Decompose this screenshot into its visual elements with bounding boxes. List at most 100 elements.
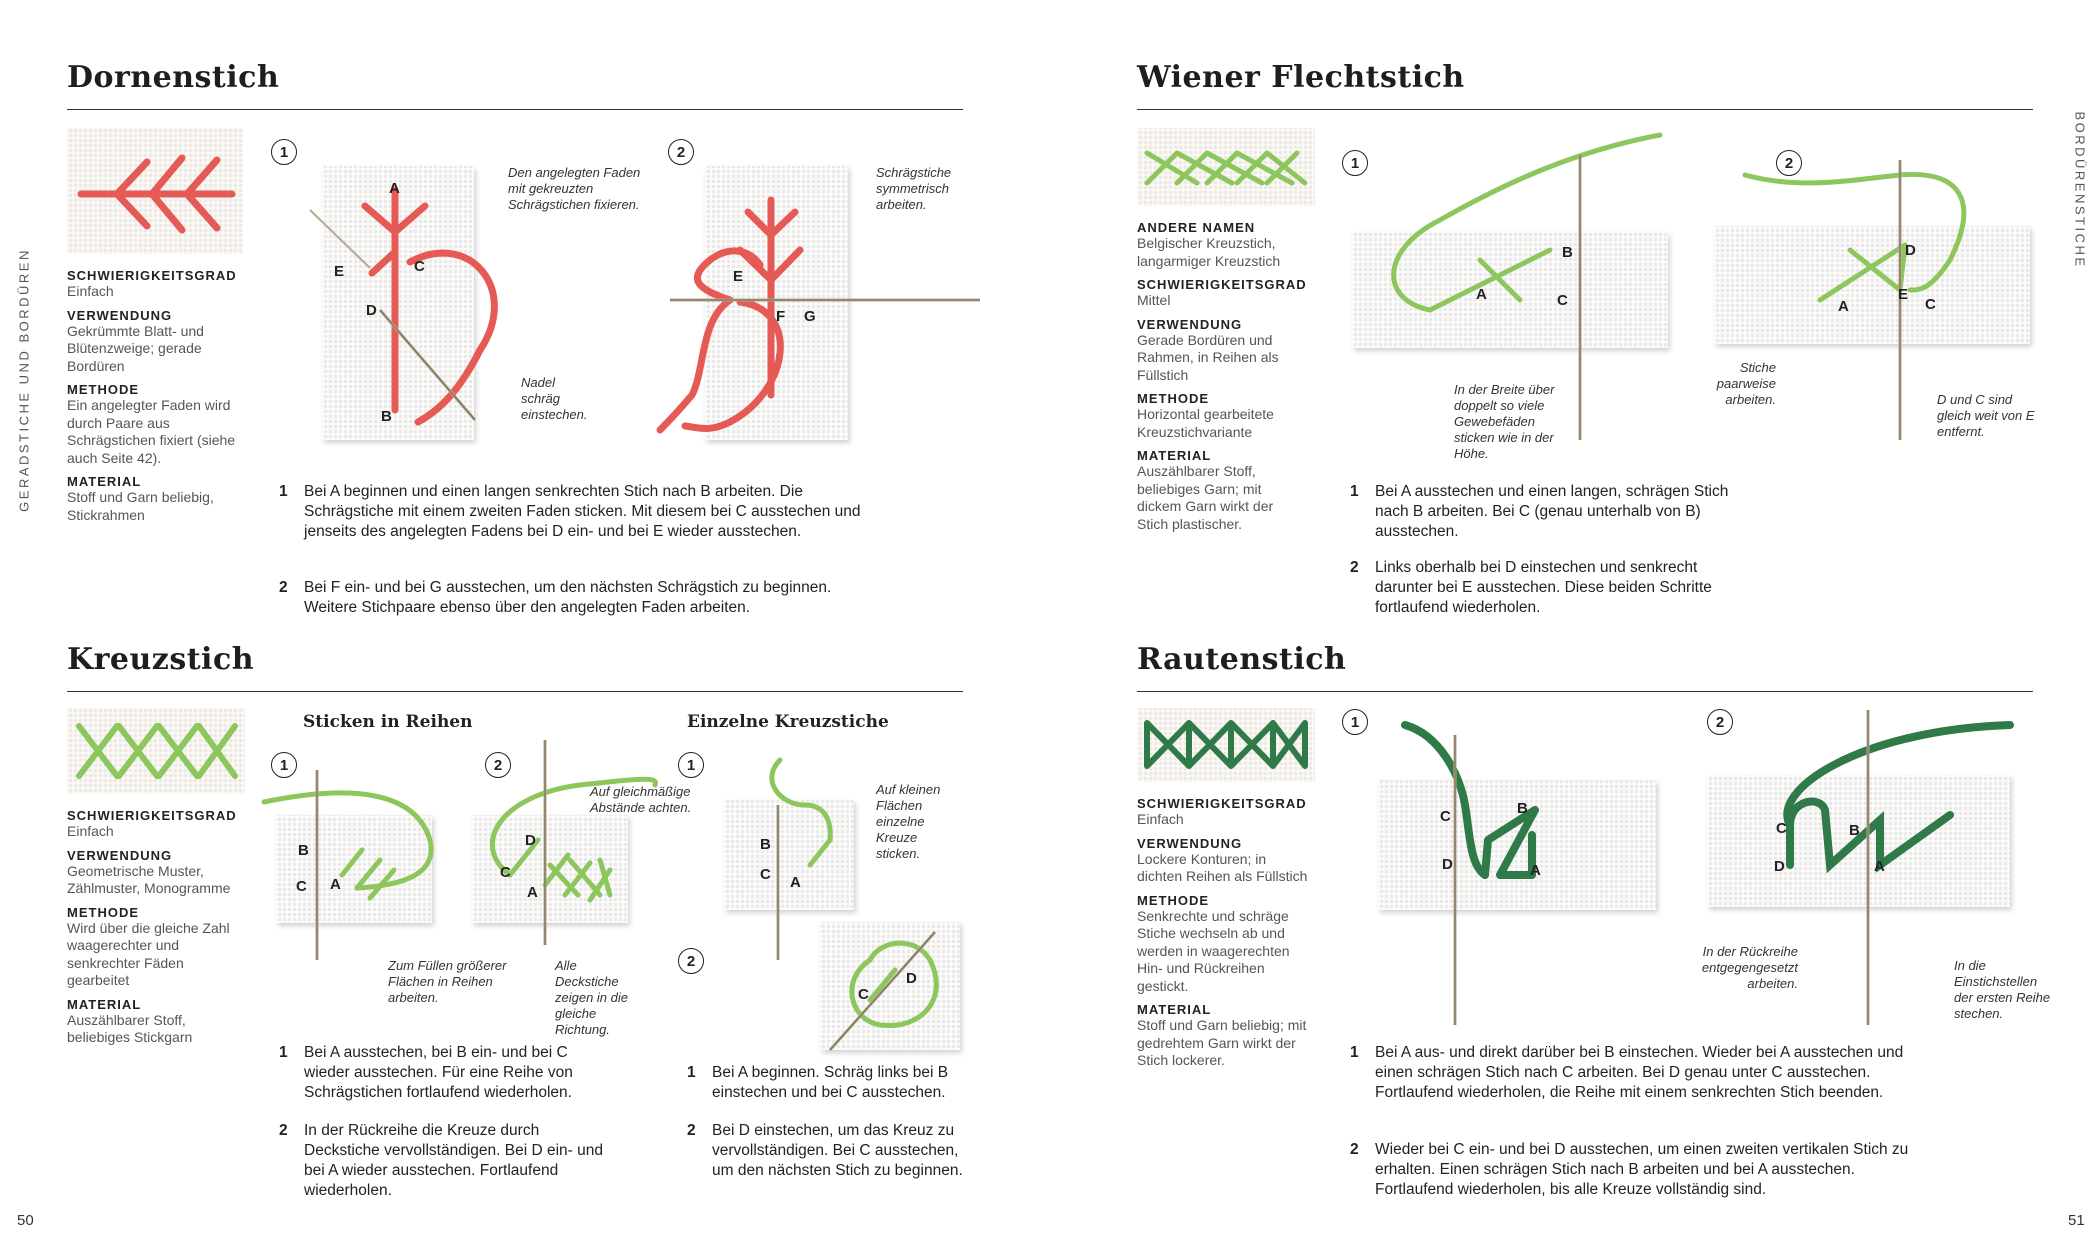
material-heading: MATERIAL xyxy=(1137,448,1212,463)
note-double-width: In der Breite über doppelt so viele Gewe… xyxy=(1454,382,1555,461)
stitch-swatch xyxy=(67,708,245,794)
step-body: Links oberhalb bei D einstechen und senk… xyxy=(1375,559,1712,616)
method-heading: METHODE xyxy=(67,382,139,397)
kreuz-single1-drawing xyxy=(769,757,833,960)
material-value: Stoff und Garn beliebig; mit gedrehtem G… xyxy=(1137,1017,1307,1068)
single-step-1-text: 1 Bei A beginnen. Schräg links bei B eins… xyxy=(687,1063,977,1103)
label-d-2: D xyxy=(1774,858,1785,875)
method-heading: METHODE xyxy=(67,904,139,920)
title-rule xyxy=(67,109,963,110)
other-names-value: Belgischer Kreuzstich, langarmiger Kreuz… xyxy=(1137,235,1281,269)
step-badge-single-1: 1 xyxy=(678,752,704,778)
page-number-right: 51 xyxy=(2068,1212,2085,1229)
label-d: D xyxy=(1442,856,1453,873)
use-value: Lockere Konturen; in dichten Reihen als … xyxy=(1137,850,1308,885)
label-d-4: D xyxy=(906,970,917,987)
difficulty-heading: SCHWIERIGKEITSGRAD xyxy=(67,268,237,283)
difficulty-value: Mittel xyxy=(1137,292,1171,308)
method-heading: METHODE xyxy=(1137,391,1209,406)
fabric-rows-1 xyxy=(276,815,432,923)
note-needle: Nadel schräg einstechen. xyxy=(521,375,588,422)
difficulty-heading: SCHWIERIGKEITSGRAD xyxy=(1137,796,1307,811)
note-symmetric: Schrägstiche symmetrisch arbeiten. xyxy=(876,165,952,212)
title-rule xyxy=(67,691,963,692)
label-b-3: B xyxy=(760,836,771,853)
note-reverse: In der Rückreihe entgegengesetzt arbeite… xyxy=(1701,944,1798,991)
step-body: Bei A beginnen. Schräg links bei B einst… xyxy=(712,1064,949,1101)
difficulty-heading: SCHWIERIGKEITSGRAD xyxy=(67,808,237,823)
step-badge-1: 1 xyxy=(271,752,297,778)
label-c-2: C xyxy=(1925,296,1936,313)
label-d: D xyxy=(366,302,377,319)
use-heading: VERWENDUNG xyxy=(1137,835,1243,851)
step-number: 1 xyxy=(1350,1044,1359,1061)
dorn-swatch-drawing xyxy=(77,154,236,234)
label-c: C xyxy=(414,258,425,275)
wiener-swatch-drawing xyxy=(1144,150,1308,186)
side-tab-left: GERADSTICHE UND BORDÜREN xyxy=(16,248,32,512)
step-1-text: 1 Bei A aus- und direkt darüber bei B ein… xyxy=(1350,1043,1910,1103)
rauten-step2-drawing xyxy=(1783,710,2014,1025)
side-tab-right: BORDÜRENSTICHE xyxy=(2072,111,2088,269)
material-value: Auszählbarer Stoff, beliebiges Garn; mit… xyxy=(1137,463,1274,532)
dorn-step1-drawing xyxy=(309,186,498,426)
note-fill-rows: Zum Füllen größerer Flächen in Reihen ar… xyxy=(388,958,507,1005)
method-value: Ein angelegter Faden wird durch Paare au… xyxy=(67,397,236,466)
label-a-2: A xyxy=(1874,858,1885,875)
use-value: Gekrümmte Blatt- und Blütenzweige; gerad… xyxy=(67,322,204,374)
step-number: 1 xyxy=(1350,483,1359,500)
step-number: 1 xyxy=(687,1064,696,1081)
stitch-swatch xyxy=(1137,708,1315,782)
label-g: G xyxy=(804,308,816,325)
step-body: Bei A ausstechen, bei B ein- und bei C w… xyxy=(304,1044,573,1101)
title-rule xyxy=(1137,691,2033,692)
step-badge-single-2: 2 xyxy=(678,948,704,974)
use-heading: VERWENDUNG xyxy=(1137,316,1243,332)
label-b-2: B xyxy=(1849,822,1860,839)
single-step-2-text: 2 Bei D einstechen, um das Kreuz zu vervo… xyxy=(687,1121,977,1181)
step-number: 2 xyxy=(687,1122,696,1139)
label-e: E xyxy=(334,263,345,280)
title-rule xyxy=(1137,109,2033,110)
label-e-2: E xyxy=(733,268,744,285)
difficulty-heading: SCHWIERIGKEITSGRAD xyxy=(1137,277,1307,292)
method-value: Horizontal gearbeitete Kreuzstichvariant… xyxy=(1137,406,1274,440)
note-fix-thread: Den angelegten Faden mit gekreuzten Schr… xyxy=(508,165,641,212)
material-heading: MATERIAL xyxy=(67,474,142,489)
stitch-swatch xyxy=(1137,128,1315,206)
use-heading: VERWENDUNG xyxy=(67,307,173,323)
step-body: Bei F ein- und bei G ausstechen, um den … xyxy=(304,579,832,616)
kreuz-single2-drawing xyxy=(828,931,939,1051)
section-title: Kreuzstich xyxy=(67,642,255,677)
label-c-2: C xyxy=(1776,820,1787,837)
difficulty-value: Einfach xyxy=(1137,811,1184,827)
step-body: Bei A aus- und direkt darüber bei B eins… xyxy=(1375,1044,1904,1101)
label-c: C xyxy=(296,878,307,895)
label-a-2: A xyxy=(1838,298,1849,315)
stitch-swatch xyxy=(67,128,243,254)
method-value: Wird über die gleiche Zahl waagerechter … xyxy=(67,919,230,989)
label-a-3: A xyxy=(790,874,801,891)
note-equal-distance: D und C sind gleich weit von E entfernt. xyxy=(1937,392,2035,439)
label-b: B xyxy=(1517,800,1528,817)
fabric-step-1 xyxy=(1378,780,1656,910)
label-f: F xyxy=(776,308,786,325)
label-a: A xyxy=(330,876,341,893)
label-c-3: C xyxy=(760,866,771,883)
label-a-2: A xyxy=(527,884,538,901)
step-body: In der Rückreihe die Kreuze durch Deckst… xyxy=(304,1122,603,1199)
section-title: Wiener Flechtstich xyxy=(1137,60,1465,95)
material-heading: MATERIAL xyxy=(1137,1002,1212,1017)
step-number: 2 xyxy=(1350,559,1359,576)
step-body: Bei D einstechen, um das Kreuz zu vervol… xyxy=(712,1122,963,1179)
fabric-step-1 xyxy=(1352,232,1668,348)
fabric-step-2 xyxy=(1714,226,2030,344)
label-b: B xyxy=(381,408,392,425)
label-a: A xyxy=(389,180,400,197)
method-heading: METHODE xyxy=(1137,892,1209,908)
kreuz-rows2-drawing xyxy=(489,740,658,945)
fabric-rows-2 xyxy=(472,815,628,923)
